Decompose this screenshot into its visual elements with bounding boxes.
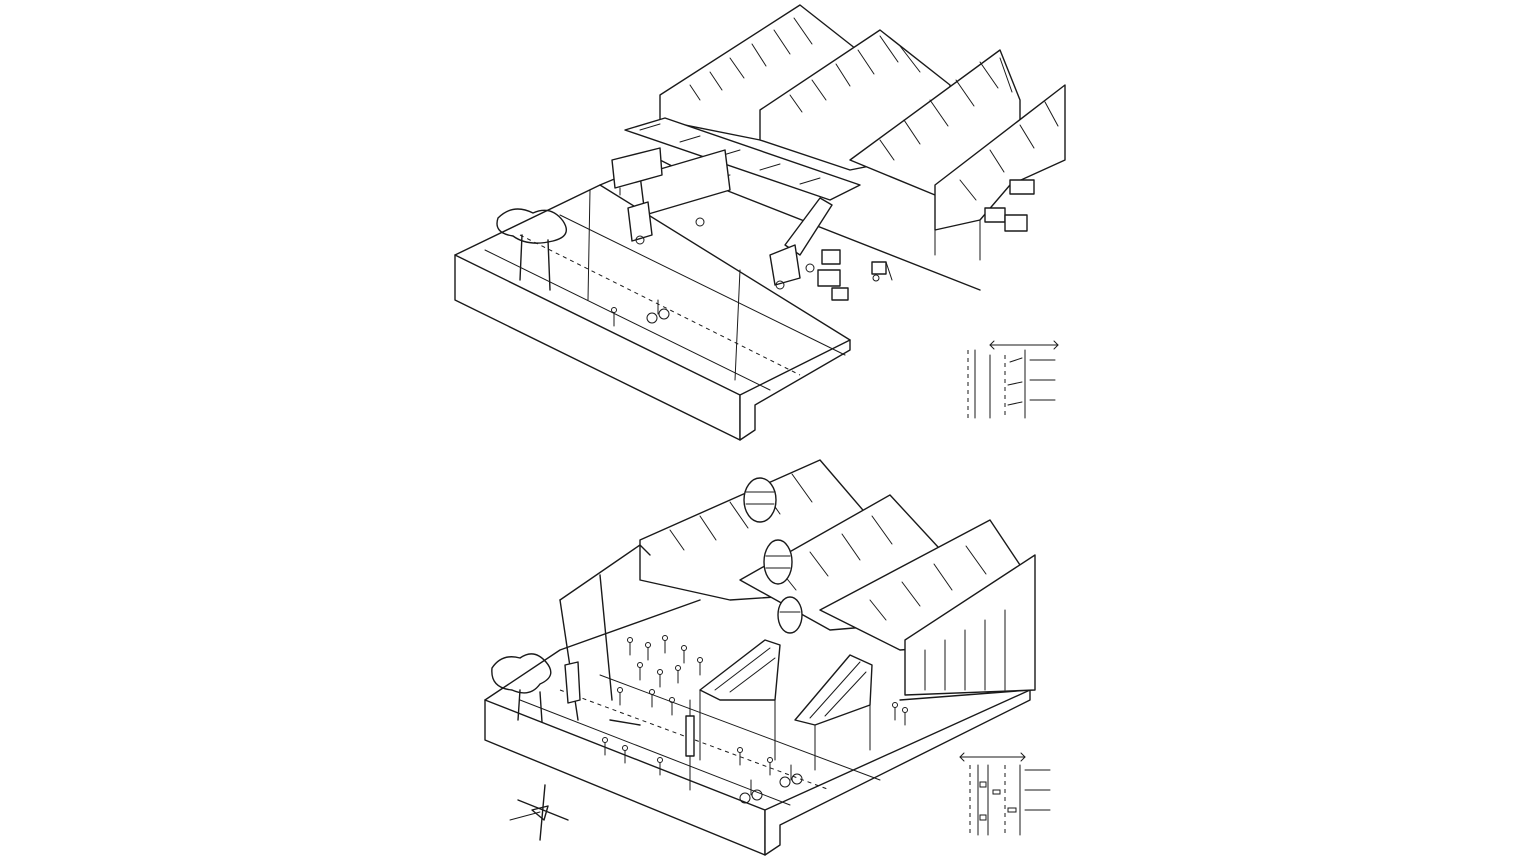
crate-icon <box>817 179 1035 301</box>
bottom-panel <box>484 459 1051 856</box>
cyclist-icon <box>646 299 670 324</box>
truck-icon <box>627 149 731 245</box>
street-section-icon <box>967 340 1059 419</box>
lantern-icon <box>743 477 803 634</box>
top-street-slab <box>454 159 981 441</box>
tree-icon <box>491 653 552 723</box>
sawtooth-roof-hall-icon <box>559 459 1036 721</box>
lamp-pole-icon <box>587 189 741 381</box>
tree-icon <box>496 208 567 291</box>
north-arrow-icon <box>509 784 569 841</box>
banner-pole-icon <box>685 699 695 791</box>
truck-icon <box>611 147 663 196</box>
truck-icon <box>769 197 833 290</box>
market-stall-icon <box>699 639 873 771</box>
forklift-icon <box>871 261 893 282</box>
cyclist-icon <box>739 764 803 804</box>
sawtooth-roof-warehouse-icon <box>624 4 1066 261</box>
street-section-icon <box>959 752 1051 836</box>
crowd-icon <box>602 635 908 776</box>
top-panel <box>454 4 1066 441</box>
pedestrian-icon <box>611 307 617 327</box>
